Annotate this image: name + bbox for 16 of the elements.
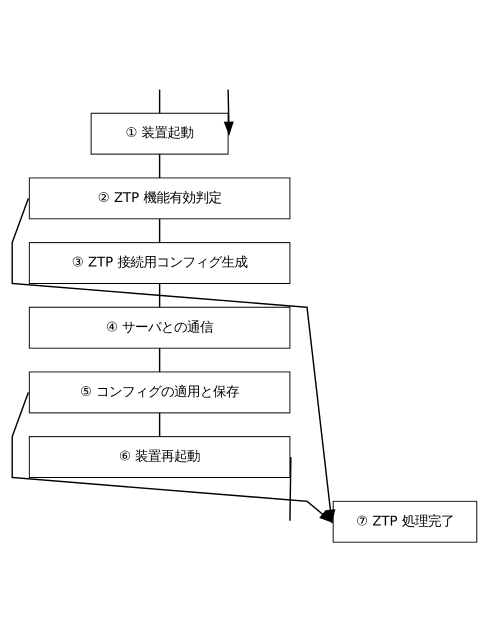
node-box: ⑦ ZTP 処理完了 <box>332 500 478 542</box>
node-box: ⑤ コンフィグの適用と保存 <box>28 370 290 413</box>
connector <box>158 412 160 436</box>
node-box: ② ZTP 機能有効判定 <box>28 176 290 219</box>
connector <box>158 218 160 242</box>
arrow <box>224 89 234 136</box>
node-box: ③ ZTP 接続用コンフィグ生成 <box>28 242 290 284</box>
connector <box>158 89 160 113</box>
node-box: ⑥ 装置再起動 <box>28 436 290 478</box>
connector <box>289 456 292 520</box>
arrow <box>11 392 334 523</box>
connector <box>158 154 160 178</box>
connector <box>158 283 160 307</box>
connector <box>158 348 160 372</box>
node-box: ④ サーバとの通信 <box>28 306 290 348</box>
node-box: ① 装置起動 <box>90 112 229 154</box>
